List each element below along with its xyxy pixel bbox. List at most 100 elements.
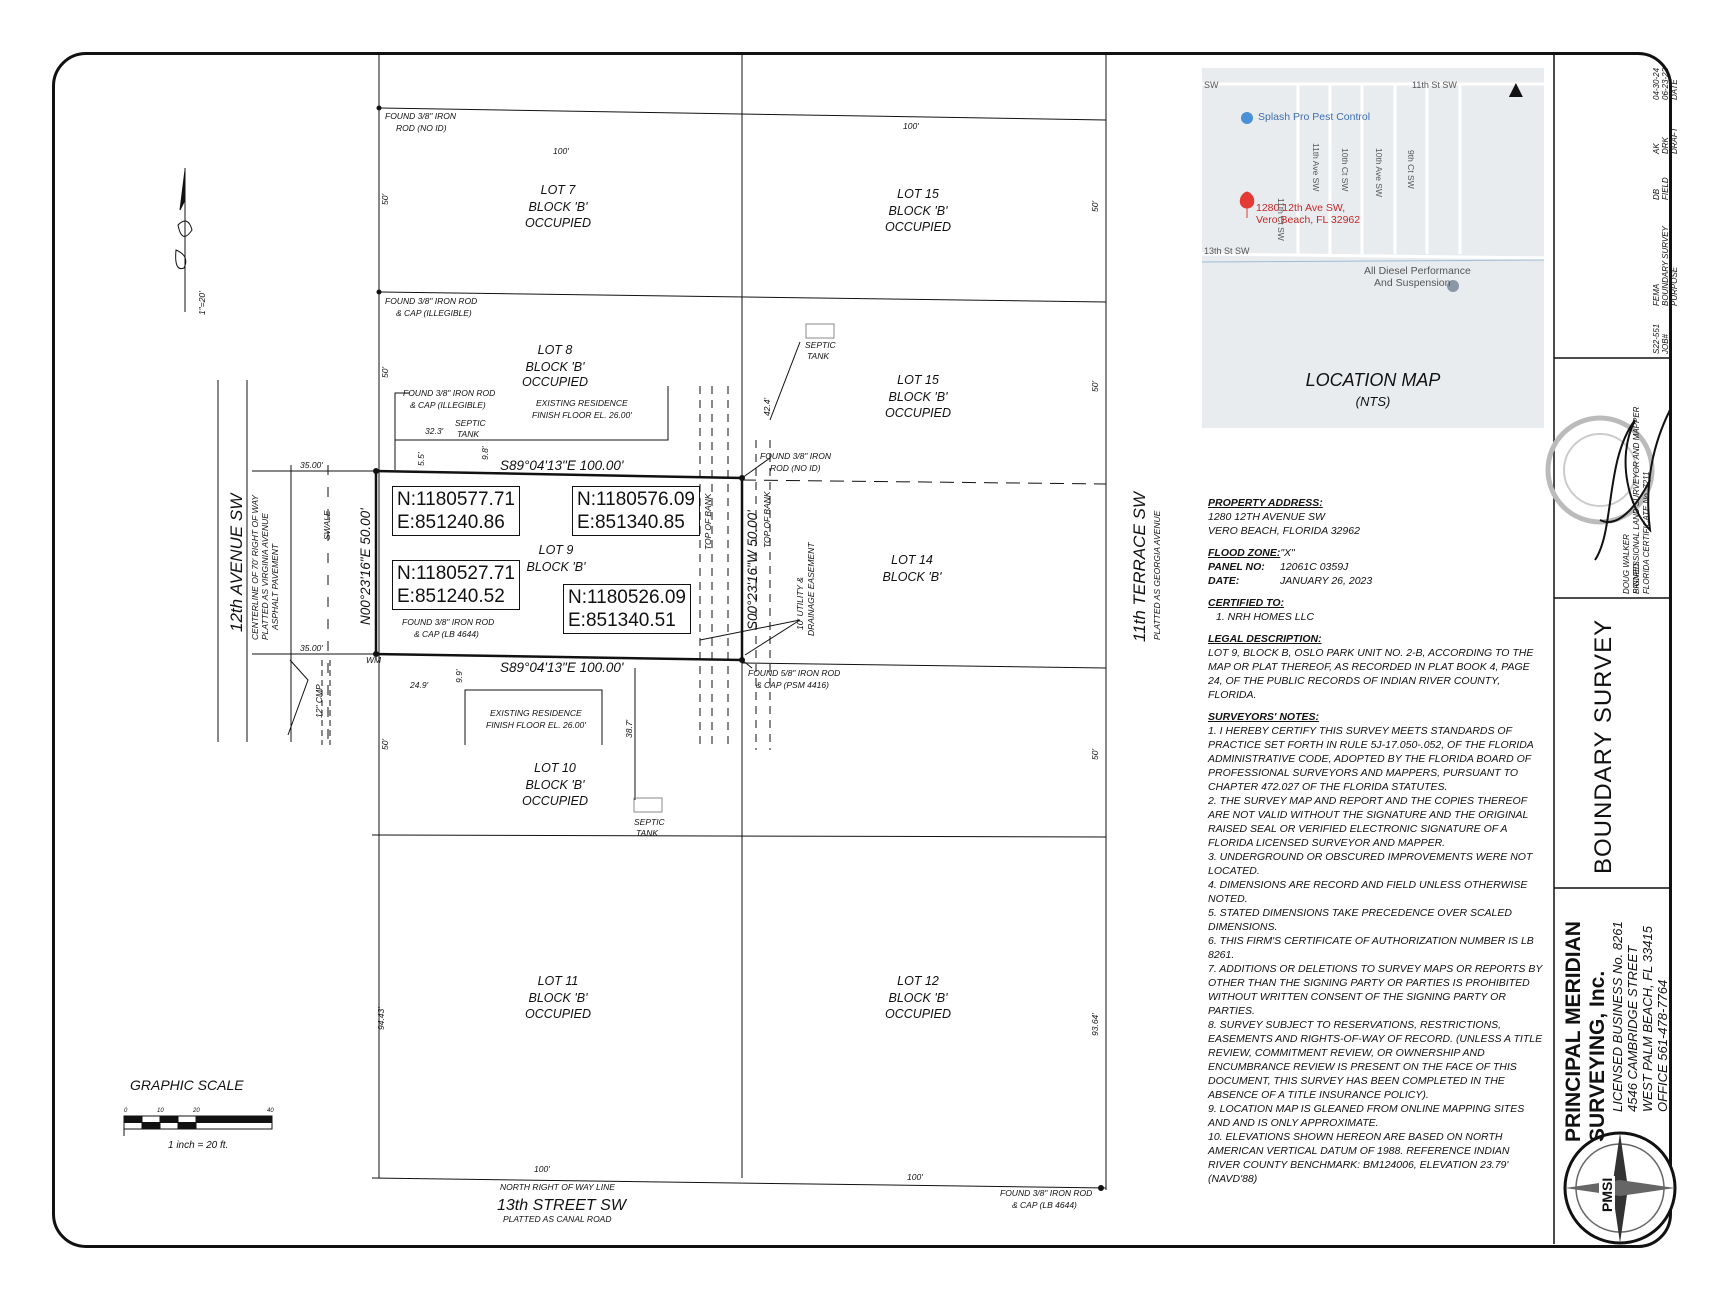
svg-text:PLATTED AS CANAL ROAD: PLATTED AS CANAL ROAD xyxy=(503,1214,611,1224)
svg-text:LOT 10: LOT 10 xyxy=(534,761,576,775)
svg-text:FINISH FLOOR EL. 26.00': FINISH FLOOR EL. 26.00' xyxy=(532,410,632,420)
svg-text:100': 100' xyxy=(553,146,569,156)
svg-text:WM: WM xyxy=(366,655,382,665)
svg-text:& CAP (LB 4644): & CAP (LB 4644) xyxy=(414,629,479,639)
svg-text:10' UTILITY &: 10' UTILITY & xyxy=(795,577,805,630)
note-item: 7. ADDITIONS OR DELETIONS TO SURVEY MAPS… xyxy=(1208,963,1543,1017)
svg-text:24.9': 24.9' xyxy=(409,680,429,690)
location-map-title: LOCATION MAP xyxy=(1305,370,1441,390)
svg-text:TANK: TANK xyxy=(807,351,829,361)
svg-text:TANK: TANK xyxy=(636,828,658,838)
svg-text:BLOCK 'B': BLOCK 'B' xyxy=(889,991,949,1005)
svg-text:OCCUPIED: OCCUPIED xyxy=(885,1007,951,1021)
svg-text:SWALE: SWALE xyxy=(322,510,332,540)
svg-text:DRAINAGE EASEMENT: DRAINAGE EASEMENT xyxy=(806,542,816,636)
svg-text:PLATTED AS VIRGINIA AVENUE: PLATTED AS VIRGINIA AVENUE xyxy=(260,513,270,640)
bearing-south: S89°04'13"E 100.00' xyxy=(500,660,624,675)
svg-text:LOT 11: LOT 11 xyxy=(538,974,579,988)
lot11-label: LOT 11 xyxy=(538,974,579,988)
svg-text:FOUND 3/8" IRON: FOUND 3/8" IRON xyxy=(760,451,832,461)
svg-text:FOUND 5/8" IRON ROD: FOUND 5/8" IRON ROD xyxy=(748,668,840,678)
north-arrow-map-icon: ▲ xyxy=(1504,76,1528,103)
svg-text:TOP OF BANK: TOP OF BANK xyxy=(762,491,772,548)
lot8-label: LOT 8 xyxy=(538,343,573,357)
surveyors-notes: 1. I HEREBY CERTIFY THIS SURVEY MEETS ST… xyxy=(1208,724,1544,1186)
svg-text:OCCUPIED: OCCUPIED xyxy=(522,375,588,389)
svg-text:EXISTING RESIDENCE: EXISTING RESIDENCE xyxy=(536,398,628,408)
svg-text:& CAP (ILLEGIBLE): & CAP (ILLEGIBLE) xyxy=(410,400,486,410)
street-east: 11th TERRACE SW xyxy=(1130,490,1149,642)
svg-text:LOT 8: LOT 8 xyxy=(538,343,573,357)
svg-text:ASPHALT PAVEMENT: ASPHALT PAVEMENT xyxy=(270,543,280,631)
note-item: 6. THIS FIRM'S CERTIFICATE OF AUTHORIZAT… xyxy=(1208,935,1534,961)
lot7-label: LOT 7 xyxy=(541,183,577,197)
svg-text:TOP OF BANK: TOP OF BANK xyxy=(703,493,713,550)
svg-text:ROD (NO ID): ROD (NO ID) xyxy=(770,463,821,473)
svg-text:SEPTIC: SEPTIC xyxy=(805,340,837,350)
location-map: Splash Pro Pest Control 1280 12th Ave SW… xyxy=(1202,68,1544,428)
svg-text:NORTH RIGHT OF WAY LINE: NORTH RIGHT OF WAY LINE xyxy=(500,1182,615,1192)
lot14-label: LOT 14 xyxy=(891,553,933,567)
note-item: 1. I HEREBY CERTIFY THIS SURVEY MEETS ST… xyxy=(1208,725,1534,793)
svg-text:LOT 7: LOT 7 xyxy=(541,183,577,197)
bearing-east: S00°23'16"W 50.00' xyxy=(745,510,760,630)
graphic-scale: GRAPHIC SCALE 0 10 20 40 1 inch = 20 ft. xyxy=(123,1077,274,1151)
svg-text:40: 40 xyxy=(267,1108,274,1114)
svg-text:LOT 14: LOT 14 xyxy=(891,553,933,567)
svg-text:FOUND 3/8" IRON ROD: FOUND 3/8" IRON ROD xyxy=(402,617,494,627)
svg-text:EXISTING RESIDENCE: EXISTING RESIDENCE xyxy=(490,708,582,718)
street-west: 12th AVENUE SW xyxy=(227,492,246,632)
svg-text:35.00': 35.00' xyxy=(300,643,323,653)
lot12-label: LOT 12 xyxy=(897,974,939,988)
svg-text:50': 50' xyxy=(380,739,390,750)
note-item: 5. STATED DIMENSIONS TAKE PRECEDENCE OVE… xyxy=(1208,907,1512,933)
svg-text:FINISH FLOOR EL. 26.00': FINISH FLOOR EL. 26.00' xyxy=(486,720,586,730)
property-info: PROPERTY ADDRESS: 1280 12TH AVENUE SW VE… xyxy=(1208,497,1544,1186)
svg-text:CENTERLINE OF 70' RIGHT OF WAY: CENTERLINE OF 70' RIGHT OF WAY xyxy=(250,494,260,640)
svg-text:OCCUPIED: OCCUPIED xyxy=(885,406,951,420)
svg-text:50': 50' xyxy=(1090,201,1100,212)
svg-text:FOUND 3/8" IRON ROD: FOUND 3/8" IRON ROD xyxy=(1000,1188,1092,1198)
svg-text:BLOCK 'B': BLOCK 'B' xyxy=(883,570,943,584)
svg-text:OCCUPIED: OCCUPIED xyxy=(525,1007,591,1021)
svg-text:& CAP (LB 4644): & CAP (LB 4644) xyxy=(1012,1200,1077,1210)
logo-text: PMSI xyxy=(1599,1175,1615,1214)
svg-text:1 inch = 20 ft.: 1 inch = 20 ft. xyxy=(168,1140,228,1151)
svg-text:94.43': 94.43' xyxy=(376,1007,386,1030)
svg-text:SEPTIC: SEPTIC xyxy=(634,817,666,827)
svg-text:BLOCK 'B': BLOCK 'B' xyxy=(526,778,586,792)
svg-text:32.3': 32.3' xyxy=(425,426,444,436)
svg-text:0: 0 xyxy=(124,1108,128,1114)
svg-text:35.00': 35.00' xyxy=(300,460,323,470)
drawing-title: BOUNDARY SURVEY xyxy=(1590,618,1617,874)
bearing-north: S89°04'13"E 100.00' xyxy=(500,458,624,473)
north-arrow-icon xyxy=(175,168,193,312)
svg-text:BLOCK 'B': BLOCK 'B' xyxy=(529,991,589,1005)
note-item: 9. LOCATION MAP IS GLEANED FROM ONLINE M… xyxy=(1208,1103,1525,1129)
svg-text:BLOCK 'B': BLOCK 'B' xyxy=(889,390,949,404)
svg-text:38.7': 38.7' xyxy=(624,719,634,738)
svg-text:100': 100' xyxy=(903,121,919,131)
bearing-west: N00°23'16"E 50.00' xyxy=(358,508,373,625)
svg-text:LOT 12: LOT 12 xyxy=(897,974,939,988)
company-name: PRINCIPAL MERIDIAN SURVEYING, Inc. xyxy=(1562,921,1609,1142)
svg-text:GRAPHIC SCALE: GRAPHIC SCALE xyxy=(130,1077,244,1093)
svg-text:BLOCK 'B': BLOCK 'B' xyxy=(889,204,949,218)
svg-text:FOUND 3/8" IRON: FOUND 3/8" IRON xyxy=(385,111,457,121)
svg-text:OCCUPIED: OCCUPIED xyxy=(885,220,951,234)
svg-text:LOT 9: LOT 9 xyxy=(539,543,574,557)
lot9-label: LOT 9 xyxy=(539,543,574,557)
svg-text:SEPTIC: SEPTIC xyxy=(455,418,487,428)
svg-text:& CAP (ILLEGIBLE): & CAP (ILLEGIBLE) xyxy=(396,308,472,318)
svg-text:OCCUPIED: OCCUPIED xyxy=(525,216,591,230)
lot10-label: LOT 10 xyxy=(534,761,576,775)
svg-text:50': 50' xyxy=(1090,381,1100,392)
note-item: 10. ELEVATIONS SHOWN HEREON ARE BASED ON… xyxy=(1208,1131,1510,1185)
svg-text:50': 50' xyxy=(380,194,390,205)
svg-text:& CAP (PSM 4416): & CAP (PSM 4416) xyxy=(756,680,829,690)
